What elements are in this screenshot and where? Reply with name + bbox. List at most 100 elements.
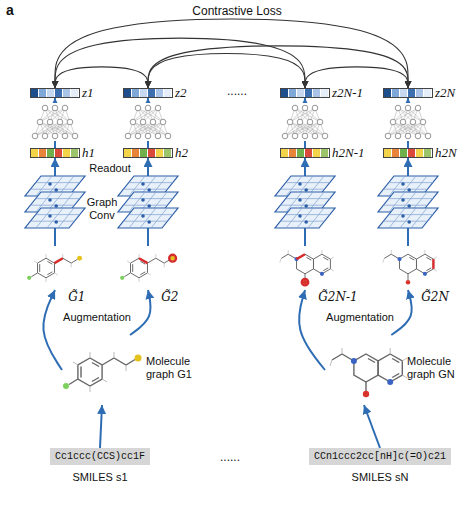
flow-arrow [43,290,62,370]
vector-cell [321,89,329,97]
contrastive-arc [305,67,408,88]
graph-label: Molecule graph GN [407,355,469,381]
graph-label: Molecule graph G1 [146,355,208,381]
vector-cell [156,89,164,97]
augmented-graph: G̃2 [115,246,181,290]
vector-cell [416,149,424,157]
smiles-string: Cc1ccc(CCS)cc1F [55,450,145,463]
feature-vector: z2N [383,88,433,98]
vector-cell [39,149,47,157]
vector-cell [140,149,148,157]
vector-label: h1 [82,145,95,161]
augmented-graph: G̃1 [22,246,88,290]
feature-vector: z2 [123,88,173,98]
feature-vector: z2N-1 [280,88,330,98]
annotation: ...... [220,450,240,464]
vector-cell [400,149,408,157]
augmented-graph: G̃2N-1 [272,246,338,290]
annotation: Readout [89,162,131,174]
vector-cell [289,149,297,157]
feature-vector: h2N [383,148,433,158]
vector-cell [400,89,408,97]
vector-cell [416,89,424,97]
vector-cell [164,149,172,157]
projection-mlp [382,103,434,141]
graph-conv-layer [378,208,438,228]
vector-cell [63,89,71,97]
vector-cell [132,149,140,157]
molecule-graph: Molecule graph GN [325,335,403,405]
vector-cell [313,149,321,157]
molecule-graph: Molecule graph G1 [62,335,142,405]
molecule-drawing [27,250,437,397]
augmentation-highlight [55,254,434,285]
projection-mlp [122,103,174,141]
vector-cell [63,149,71,157]
smiles-label: SMILES s1 [72,471,127,483]
vector-label: z2N [435,85,455,101]
projection-mlp [29,103,81,141]
vector-cell [31,89,39,97]
vector-cell [424,89,432,97]
smiles-label: SMILES sN [352,471,409,483]
annotation: Augmentation [326,311,394,323]
feature-vector: z1 [30,88,80,98]
flow-arrow [100,405,102,448]
vector-label: z1 [82,85,94,101]
annotation: Augmentation [63,311,131,323]
annotation: ...... [227,84,247,98]
annotation: Graph Conv [85,196,119,222]
vector-cell [55,149,63,157]
vector-cell [297,89,305,97]
vector-cell [55,89,63,97]
vector-label: h2N [435,145,457,161]
vector-cell [384,89,392,97]
vector-cell [31,149,39,157]
vector-label: h2 [175,145,188,161]
vector-label: z2N-1 [332,85,363,101]
vector-cell [71,149,79,157]
vector-cell [408,89,416,97]
vector-cell [148,89,156,97]
smiles-box: Cc1ccc(CCS)cc1FSMILES s1 [50,448,150,465]
vector-cell [305,89,313,97]
flow-arrow [364,405,380,448]
contrastive-arc [55,19,408,88]
feature-vector: h2N-1 [280,148,330,158]
vector-cell [140,89,148,97]
vector-cell [281,149,289,157]
vector-cell [132,89,140,97]
contrastive-arc [55,67,148,88]
vector-cell [47,89,55,97]
graph-conv-layer [118,208,178,228]
vector-cell [313,89,321,97]
contrastive-arc [148,46,408,88]
vector-cell [164,89,172,97]
graph-label: G̃2 [161,290,178,304]
graph-label: G̃2N [421,290,449,304]
graph-label: G̃2N-1 [318,290,357,304]
vector-cell [71,89,79,97]
vector-cell [47,149,55,157]
vector-cell [281,89,289,97]
vector-label: h2N-1 [332,145,365,161]
graph-conv-layer [275,208,335,228]
vector-cell [392,149,400,157]
smiles-box: CCn1ccc2cc[nH]c(=O)c21SMILES sN [309,448,451,465]
vector-cell [156,149,164,157]
vector-cell [124,89,132,97]
flow-arrow [391,290,411,335]
flow-arrow [130,290,151,335]
projection-mlp [279,103,331,141]
vector-cell [408,149,416,157]
vector-cell [124,149,132,157]
vector-cell [384,149,392,157]
graph-conv-layer [25,208,85,228]
annotation: Contrastive Loss [192,4,281,18]
augmented-graph: G̃2N [375,246,441,290]
vector-cell [289,89,297,97]
